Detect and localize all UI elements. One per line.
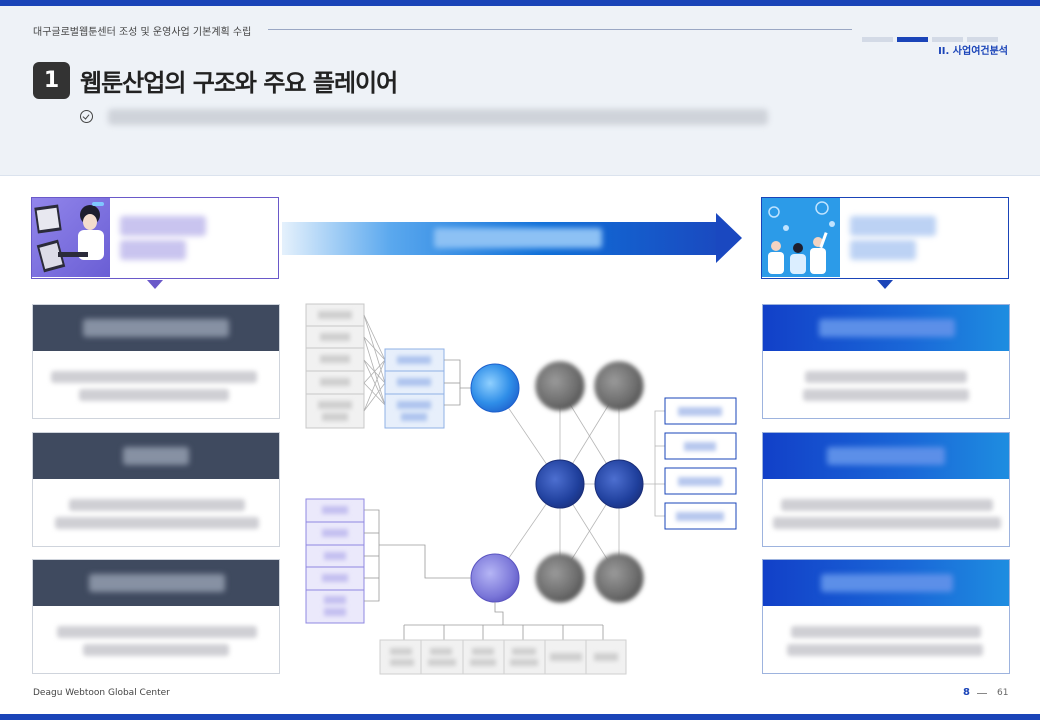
blurred-text	[69, 499, 245, 511]
left-info-box-1	[32, 304, 280, 419]
blurred-text	[773, 517, 1001, 529]
check-circle-icon	[80, 110, 93, 123]
document-title: 대구글로벌웹툰센터 조성 및 운영사업 기본계획 수립	[33, 27, 252, 38]
source-column-gray	[305, 303, 365, 429]
blurred-text	[83, 644, 229, 656]
blurred-card-subtitle	[850, 240, 916, 260]
right-box-header	[763, 560, 1009, 606]
blurred-card-title	[850, 216, 936, 236]
audience-illustration	[762, 198, 840, 277]
creator-card	[31, 197, 279, 279]
section-progress	[862, 27, 1002, 46]
right-box-header	[763, 305, 1009, 351]
blurred-card-subtitle	[120, 240, 186, 260]
blurred-text	[51, 371, 257, 383]
creator-illustration	[32, 198, 110, 277]
left-box-header	[33, 433, 279, 479]
blurred-card-title	[120, 216, 206, 236]
blurred-text	[787, 644, 983, 656]
industry-network-diagram	[305, 303, 737, 675]
progress-step-active	[897, 37, 928, 42]
footer-org: Deagu Webtoon Global Center	[33, 688, 170, 698]
left-info-box-2	[32, 432, 280, 547]
title-number: 1	[33, 62, 70, 99]
right-info-box-1	[762, 304, 1010, 419]
progress-step	[862, 37, 893, 42]
page-separator	[977, 693, 987, 694]
blurred-text	[79, 389, 229, 401]
blurred-text	[803, 389, 969, 401]
right-info-box-3	[762, 559, 1010, 674]
left-box-header	[33, 560, 279, 606]
right-box-header	[763, 433, 1009, 479]
blurred-text	[55, 517, 259, 529]
left-box-header	[33, 305, 279, 351]
pointer-triangle	[147, 280, 163, 289]
top-accent-bar	[0, 0, 1040, 6]
page-number: 8	[963, 687, 970, 698]
blurred-arrow-label	[434, 228, 602, 248]
page-title: 웹툰산업의 구조와 주요 플레이어	[80, 69, 398, 97]
blurred-text	[791, 626, 981, 638]
progress-step	[967, 37, 998, 42]
flow-arrow-head	[716, 213, 742, 263]
pointer-triangle	[877, 280, 893, 289]
page-header: 대구글로벌웹툰센터 조성 및 운영사업 기본계획 수립 II. 사업여건분석 1…	[0, 6, 1040, 176]
blurred-text	[57, 626, 257, 638]
section-label: II. 사업여건분석	[938, 46, 1008, 57]
left-info-box-3	[32, 559, 280, 674]
right-info-box-2	[762, 432, 1010, 547]
progress-step	[932, 37, 963, 42]
blurred-subtitle	[108, 109, 768, 125]
header-divider	[268, 29, 852, 30]
bottom-accent-bar	[0, 714, 1040, 720]
audience-card	[761, 197, 1009, 279]
page-total: 61	[997, 688, 1009, 698]
blurred-text	[781, 499, 993, 511]
node-platform	[470, 363, 520, 413]
blurred-text	[805, 371, 967, 383]
